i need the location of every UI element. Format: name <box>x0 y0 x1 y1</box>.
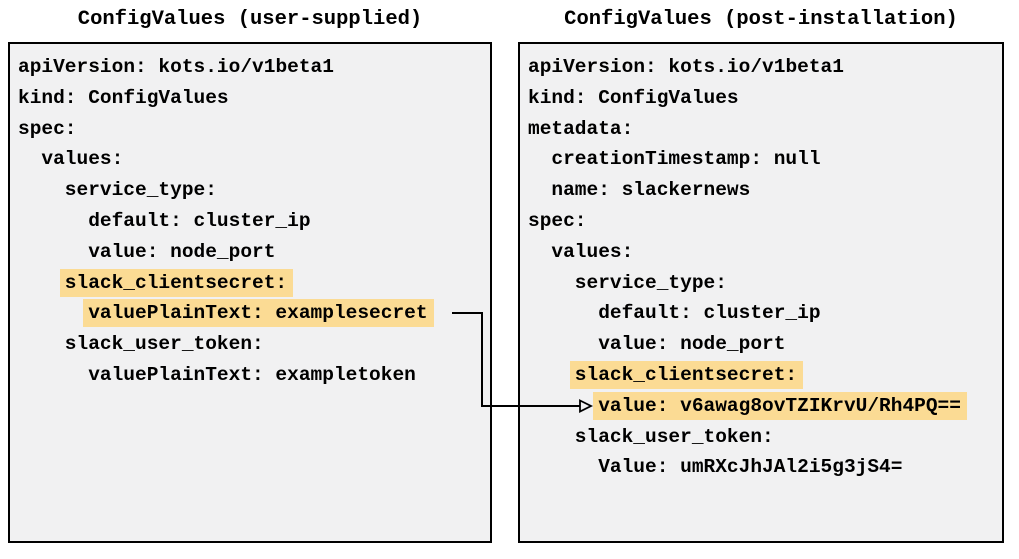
yaml-line-text: values: <box>41 148 124 171</box>
right-panel-title: ConfigValues (post-installation) <box>564 8 958 31</box>
yaml-line: values: <box>18 144 490 175</box>
yaml-line-text: Value: umRXcJhJAl2i5g3jS4= <box>598 456 903 479</box>
yaml-line: apiVersion: kots.io/v1beta1 <box>18 52 490 83</box>
yaml-line-text: value: node_port <box>88 240 276 263</box>
yaml-line: spec: <box>528 206 1002 237</box>
yaml-line: apiVersion: kots.io/v1beta1 <box>528 52 1002 83</box>
yaml-line-text: metadata: <box>528 117 634 140</box>
yaml-line-text: slack_user_token: <box>64 333 264 356</box>
yaml-line-text: valuePlainText: exampletoken <box>88 363 416 386</box>
yaml-line: values: <box>528 237 1002 268</box>
yaml-line-text: kind: ConfigValues <box>18 86 229 109</box>
post-installation-config-panel: apiVersion: kots.io/v1beta1 kind: Config… <box>518 42 1004 543</box>
yaml-line: name: slackernews <box>528 175 1002 206</box>
yaml-line-text: apiVersion: kots.io/v1beta1 <box>528 56 844 78</box>
yaml-line-text: default: cluster_ip <box>598 302 821 325</box>
yaml-line-text: value: node_port <box>598 333 786 356</box>
yaml-line: default: cluster_ip <box>528 298 1002 329</box>
yaml-line-text: service_type: <box>574 271 727 294</box>
yaml-line: slack_user_token: <box>18 329 490 360</box>
highlighted-yaml-line: slack_clientsecret: <box>528 360 1002 391</box>
yaml-line: creationTimestamp: null <box>528 144 1002 175</box>
yaml-line: value: node_port <box>528 329 1002 360</box>
yaml-line-text: kind: ConfigValues <box>528 86 739 109</box>
yaml-line-text: creationTimestamp: null <box>551 148 821 171</box>
highlighted-yaml-line: value: v6awag8ovTZIKrvU/Rh4PQ== <box>528 391 1002 422</box>
yaml-code-block: apiVersion: kots.io/v1beta1 kind: Config… <box>10 44 490 391</box>
highlighted-line-text: valuePlainText: examplesecret <box>83 299 434 328</box>
yaml-line: service_type: <box>18 175 490 206</box>
yaml-code-block: apiVersion: kots.io/v1beta1 kind: Config… <box>520 44 1002 483</box>
yaml-line-text: slack_user_token: <box>574 425 774 448</box>
yaml-line: kind: ConfigValues <box>18 83 490 114</box>
highlighted-line-text: slack_clientsecret: <box>59 268 294 297</box>
yaml-line-text: apiVersion: kots.io/v1beta1 <box>18 56 334 78</box>
highlighted-yaml-line: valuePlainText: examplesecret <box>18 298 490 329</box>
yaml-line-text: spec: <box>528 209 587 232</box>
yaml-line: Value: umRXcJhJAl2i5g3jS4= <box>528 452 1002 483</box>
yaml-line: valuePlainText: exampletoken <box>18 360 490 391</box>
yaml-line: value: node_port <box>18 237 490 268</box>
yaml-line: service_type: <box>528 268 1002 299</box>
yaml-line-text: values: <box>551 240 634 263</box>
yaml-line-text: name: slackernews <box>551 179 751 202</box>
highlighted-line-text: slack_clientsecret: <box>569 360 804 389</box>
user-supplied-config-panel: apiVersion: kots.io/v1beta1 kind: Config… <box>8 42 492 543</box>
yaml-line: slack_user_token: <box>528 422 1002 453</box>
yaml-line: default: cluster_ip <box>18 206 490 237</box>
yaml-line-text: spec: <box>18 117 77 140</box>
yaml-line-text: default: cluster_ip <box>88 209 311 232</box>
yaml-line: kind: ConfigValues <box>528 83 1002 114</box>
left-panel-title: ConfigValues (user-supplied) <box>77 8 423 31</box>
yaml-line-text: service_type: <box>64 179 217 202</box>
yaml-line: metadata: <box>528 114 1002 145</box>
highlighted-line-text: value: v6awag8ovTZIKrvU/Rh4PQ== <box>593 391 967 420</box>
highlighted-yaml-line: slack_clientsecret: <box>18 268 490 299</box>
yaml-line: spec: <box>18 114 490 145</box>
